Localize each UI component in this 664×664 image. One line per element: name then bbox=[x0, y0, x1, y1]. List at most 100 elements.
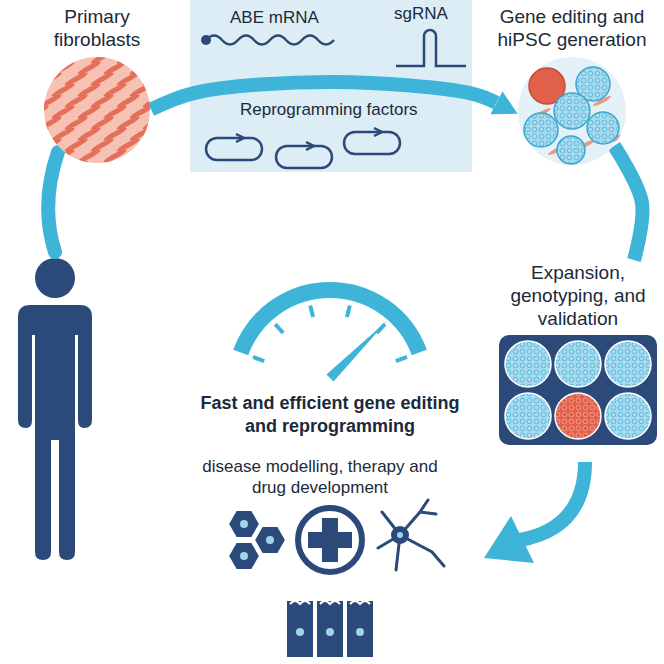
fibroblast-dish bbox=[43, 114, 63, 131]
fibroblast-dish bbox=[102, 147, 127, 163]
cell-types-icons bbox=[228, 510, 260, 538]
fibroblast-dish bbox=[89, 70, 114, 87]
plasmid-symbol bbox=[236, 134, 244, 142]
fibroblast-dish bbox=[43, 56, 151, 164]
cell-types-icons bbox=[240, 520, 274, 560]
fibroblast-dish bbox=[128, 103, 151, 120]
sgrna-symbol bbox=[396, 30, 466, 66]
speed-gauge bbox=[275, 324, 283, 333]
fibroblast-dish bbox=[43, 136, 63, 153]
fibroblast-dish bbox=[63, 136, 88, 153]
fibroblast-dish bbox=[76, 81, 101, 98]
fibroblast-dish bbox=[50, 147, 75, 163]
cell-types-icons bbox=[240, 552, 248, 560]
flow-arc bbox=[614, 146, 642, 260]
fibroblast-dish bbox=[115, 136, 140, 153]
well-plate bbox=[498, 334, 658, 446]
cell-types-icons bbox=[254, 526, 286, 554]
cell-types-icons bbox=[378, 500, 444, 570]
ipsc-colony-dish bbox=[557, 136, 585, 164]
well-plate bbox=[499, 335, 657, 445]
fibroblast-dish bbox=[76, 125, 101, 142]
fibroblast-dish bbox=[63, 114, 88, 131]
person-figure bbox=[18, 305, 92, 560]
fibroblast-dish bbox=[128, 59, 151, 76]
fibroblast-dish bbox=[43, 158, 63, 163]
cell-types-icons bbox=[228, 510, 286, 570]
cell-types-icons bbox=[228, 500, 444, 658]
well-plate bbox=[605, 341, 651, 387]
speed-gauge bbox=[326, 320, 388, 382]
cell-types-icons bbox=[298, 508, 362, 572]
reagent-label: ABE mRNA bbox=[230, 8, 319, 28]
fibroblast-dish bbox=[141, 56, 151, 65]
fibroblast-dish bbox=[115, 70, 140, 87]
speed-gauge bbox=[241, 290, 420, 382]
flow-arc bbox=[48, 152, 58, 252]
step-heading: Expansion, genotyping, and validation bbox=[496, 262, 660, 330]
ipsc-colony-dish bbox=[524, 113, 558, 147]
process-node: Primary fibroblasts bbox=[22, 6, 172, 164]
speed-gauge bbox=[396, 357, 407, 361]
fibroblast-dish bbox=[50, 125, 75, 142]
fibroblast-dish bbox=[63, 56, 88, 65]
fibroblast-dish bbox=[43, 70, 63, 87]
cell-types-icons bbox=[356, 628, 364, 636]
fibroblast-dish bbox=[43, 59, 50, 76]
plasmid-symbol bbox=[306, 142, 314, 150]
cell-types-icons bbox=[290, 601, 370, 636]
cell-types-icons bbox=[296, 628, 304, 636]
fibroblast-dish bbox=[43, 147, 50, 163]
process-node: Gene editing and hiPSC generation bbox=[486, 6, 658, 166]
cell-types-icons bbox=[290, 601, 310, 604]
fibroblast-dish bbox=[50, 103, 75, 120]
fibroblast-dish bbox=[141, 158, 151, 163]
fibroblast-dish bbox=[76, 59, 101, 76]
fibroblast-dish bbox=[102, 81, 127, 98]
speed-gauge bbox=[310, 305, 313, 317]
fibroblast-dish bbox=[102, 103, 127, 120]
fibroblast-dish bbox=[43, 56, 151, 164]
cell-types-icons bbox=[240, 520, 248, 528]
speed-gauge bbox=[377, 324, 385, 333]
fibroblast-dish bbox=[128, 125, 151, 142]
plasmid-symbol bbox=[276, 146, 332, 168]
ipsc-colony-dish bbox=[518, 57, 626, 165]
fibroblast-dish bbox=[50, 59, 75, 76]
fibroblast-dish bbox=[141, 136, 151, 153]
fibroblast-dish bbox=[50, 81, 75, 98]
cell-types-icons bbox=[326, 628, 334, 636]
fibroblast-dish bbox=[63, 70, 88, 87]
fibroblast-dish bbox=[43, 81, 50, 98]
cell-types-icons bbox=[350, 601, 370, 604]
well-plate bbox=[505, 341, 551, 387]
ipsc-colony-dish bbox=[517, 56, 627, 166]
cell-types-icons bbox=[286, 600, 314, 658]
application-caption: disease modelling, therapy and drug deve… bbox=[198, 456, 442, 499]
fibroblast-dish bbox=[76, 103, 101, 120]
fibroblast-dish bbox=[102, 59, 127, 76]
fibroblast-dish bbox=[43, 103, 50, 120]
plasmid-symbol bbox=[206, 128, 400, 168]
cell-types-icons bbox=[397, 532, 403, 538]
mrna-symbol bbox=[201, 35, 334, 45]
fibroblast-dish bbox=[63, 92, 88, 109]
person-figure bbox=[18, 258, 92, 560]
plasmid-symbol bbox=[344, 132, 400, 154]
cell-types-icons bbox=[316, 600, 344, 658]
cell-types-icons bbox=[228, 542, 260, 570]
cell-types-icons bbox=[308, 518, 352, 562]
speed-gauge bbox=[347, 305, 350, 317]
ipsc-colony-dish bbox=[554, 93, 590, 129]
fibroblast-dish bbox=[89, 114, 114, 131]
ipsc-colony-dish bbox=[587, 112, 619, 144]
fibroblast-dish bbox=[115, 92, 140, 109]
gauge-caption: Fast and efficient gene editing and repr… bbox=[198, 392, 462, 437]
speed-gauge bbox=[253, 357, 264, 361]
well-plate bbox=[605, 393, 651, 439]
fibroblast-dish bbox=[115, 114, 140, 131]
reagent-label: sgRNA bbox=[394, 4, 448, 24]
fibroblast-dish bbox=[89, 136, 114, 153]
reagent-panel: ABE mRNAsgRNAReprogramming factors bbox=[190, 0, 472, 172]
